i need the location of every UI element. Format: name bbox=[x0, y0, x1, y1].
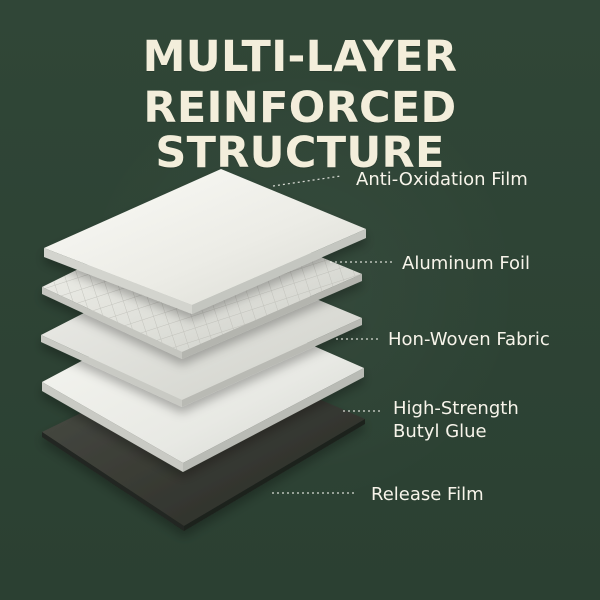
aluminum-foil-label: Aluminum Foil bbox=[402, 253, 531, 274]
hon-woven-fabric-label: Hon-Woven Fabric bbox=[388, 329, 550, 350]
release-film-label: Release Film bbox=[371, 484, 484, 505]
white-film-layer bbox=[44, 169, 366, 314]
title-line-2: REINFORCED STRUCTURE bbox=[143, 83, 457, 178]
butyl-glue-label-line: Butyl Glue bbox=[393, 421, 487, 442]
high-strength-butyl-glue-label: High-Strength Butyl Glue bbox=[393, 397, 553, 443]
leader-anti-oxidation bbox=[272, 175, 342, 187]
leader-lines bbox=[272, 175, 392, 494]
title-line-1: MULTI-LAYER bbox=[142, 32, 458, 82]
anti-oxidation-film-label: Anti-Oxidation Film bbox=[356, 169, 528, 190]
high-strength-label-line: High-Strength bbox=[393, 398, 519, 419]
